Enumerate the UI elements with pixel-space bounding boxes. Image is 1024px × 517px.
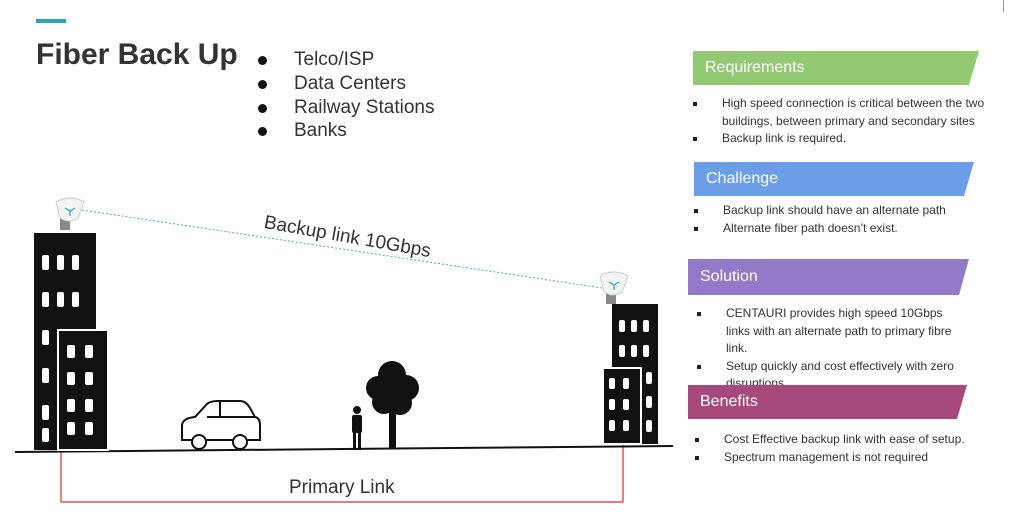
challenge-header: Challenge [694,162,974,196]
car-icon [181,400,261,450]
solution-header: Solution [688,259,969,295]
solution-list: CENTAURI provides high speed 10Gbps link… [696,305,966,393]
radio-antenna-icon [599,271,629,304]
benefits-title: Benefits [700,393,758,410]
page-title: Fiber Back Up [36,38,238,71]
use-case-list: Telco/ISP Data Centers Railway Stations … [254,48,434,143]
backup-link-line [81,209,603,289]
benefits-list: Cost Effective backup link with ease of … [694,431,994,466]
building-left-icon [34,233,109,451]
primary-link-label: Primary Link [289,477,395,498]
ground-line [14,445,674,453]
list-item: Backup link is required. [692,130,992,148]
use-case-item: Data Centers [254,72,434,96]
solution-title: Solution [700,268,758,285]
tree-icon [366,361,419,449]
list-item: Cost Effective backup link with ease of … [694,431,994,449]
divider [1003,0,1004,12]
challenge-title: Challenge [706,170,779,187]
list-item: Backup link should have an alternate pat… [693,202,993,220]
requirements-header: Requirements [693,51,979,85]
benefits-header: Benefits [688,385,967,419]
building-right-icon [602,304,658,445]
use-case-item: Telco/ISP [254,48,434,72]
requirements-title: Requirements [705,59,805,76]
accent-bar [36,19,66,23]
list-item: CENTAURI provides high speed 10Gbps link… [696,305,966,358]
use-case-item: Banks [254,119,434,143]
network-diagram [14,197,674,503]
requirements-list: High speed connection is critical betwee… [692,95,992,148]
list-item: Spectrum management is not required [694,449,994,467]
list-item: High speed connection is critical betwee… [692,95,992,130]
use-case-item: Railway Stations [254,96,434,120]
primary-link-line [60,442,624,503]
list-item: Alternate fiber path doesn’t exist. [693,220,993,238]
person-icon [352,406,362,450]
challenge-list: Backup link should have an alternate pat… [693,202,993,237]
radio-antenna-icon [55,197,85,230]
